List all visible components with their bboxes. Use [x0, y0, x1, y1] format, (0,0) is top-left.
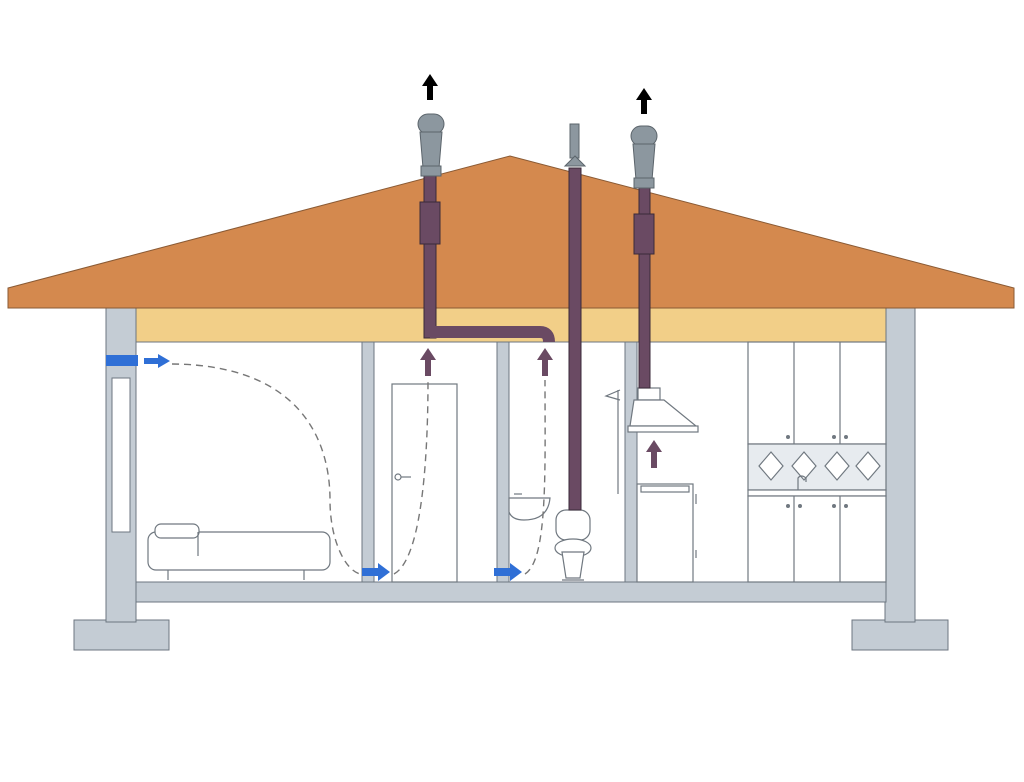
kitchen-cabinets — [747, 341, 887, 583]
floor-slab — [135, 581, 887, 603]
toilet — [554, 509, 592, 581]
outlet-arrow-icon — [422, 74, 438, 100]
supply-arrow-icon — [144, 354, 170, 368]
exhaust-arrow-icon — [420, 348, 436, 376]
right-footing — [851, 619, 949, 651]
door — [391, 383, 458, 583]
exhaust-arrow-icon — [537, 348, 553, 376]
vent-cap-left — [417, 113, 445, 177]
vent-cap-right — [630, 125, 658, 189]
supply-arrow-icon — [494, 563, 522, 581]
airflow-path-2 — [393, 379, 429, 575]
supply-arrow-icon — [362, 563, 390, 581]
sink — [508, 493, 551, 521]
left-window — [111, 377, 131, 533]
exhaust-arrow-icon — [646, 440, 662, 468]
range-hood — [604, 387, 699, 494]
sewer-vent-cap — [563, 123, 587, 167]
outlet-arrow-icon — [636, 88, 652, 114]
sewer-vent-pipe — [568, 167, 582, 511]
partition-wall-1 — [361, 341, 375, 583]
supply-arrow-icon — [106, 355, 138, 366]
roof — [7, 155, 1015, 309]
airflow-path-3 — [524, 379, 546, 575]
exhaust-duct-right — [633, 187, 655, 389]
stove — [636, 483, 697, 583]
airflow-path-1 — [171, 363, 361, 575]
right-wall — [884, 307, 916, 623]
exhaust-duct-left — [419, 175, 555, 343]
partition-wall-2 — [496, 341, 510, 583]
left-footing — [73, 619, 170, 651]
bed — [147, 523, 331, 580]
partition-wall-3 — [624, 341, 638, 583]
